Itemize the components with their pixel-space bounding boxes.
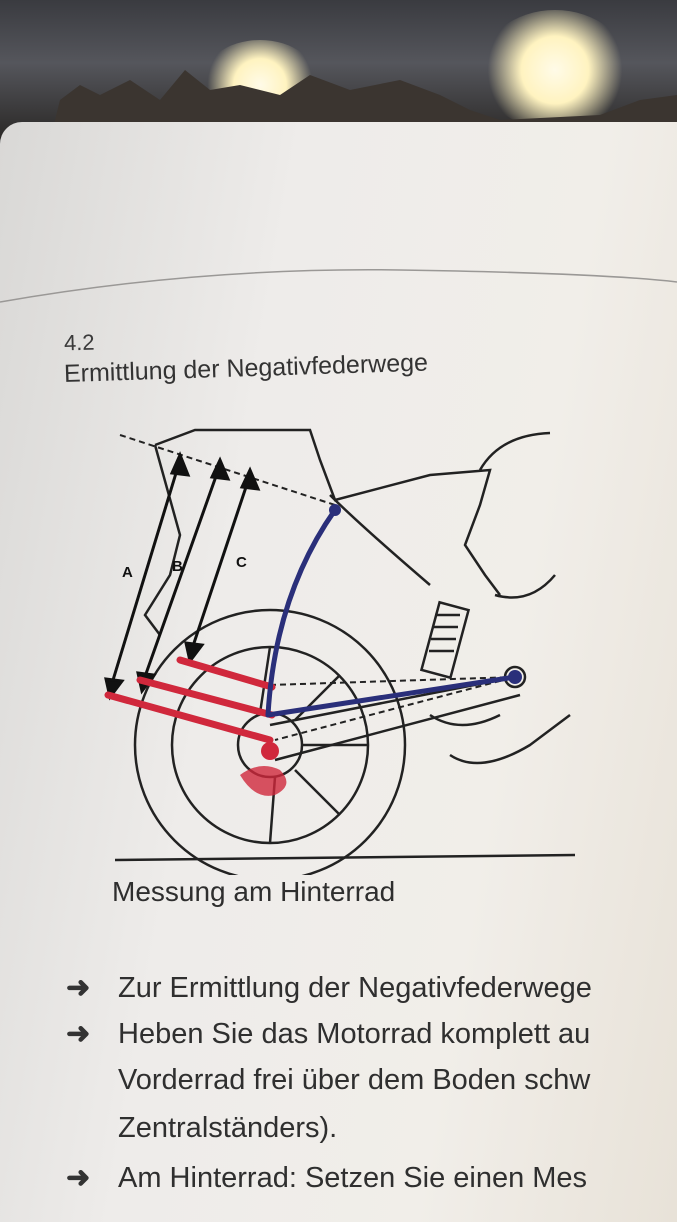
label-b: B <box>172 558 183 575</box>
measure-arrow-a <box>108 459 182 691</box>
rear-wheel-diagram: A B C <box>104 428 576 875</box>
arrow-right-icon: ➜ <box>66 972 91 1004</box>
light-reflection <box>480 10 630 130</box>
arrow-right-icon: ➜ <box>66 1162 91 1194</box>
list-item: ➜ Zur Ermittlung der Negativfederwege <box>66 970 592 1005</box>
list-item: ➜ Am Hinterrad: Setzen Sie einen Mes <box>66 1160 587 1195</box>
background-photo <box>0 0 677 140</box>
list-text-continuation: Vorderrad frei über dem Boden schw <box>118 1064 591 1096</box>
swingarm <box>269 675 521 762</box>
list-text: Heben Sie das Motorrad komplett au <box>118 1018 591 1050</box>
rear-tire <box>133 608 407 875</box>
axle-point <box>261 742 279 760</box>
book-page <box>0 122 677 1222</box>
measure-lines <box>104 656 276 744</box>
shock-absorber <box>419 600 471 680</box>
list-item: ➜ Heben Sie das Motorrad komplett au <box>66 1016 590 1051</box>
label-c: C <box>236 554 247 571</box>
previous-page-edge <box>0 269 677 303</box>
label-a: A <box>122 564 133 581</box>
ground-line <box>114 853 576 862</box>
section-number: 4.2 <box>63 329 95 356</box>
swing-arc <box>265 507 518 718</box>
list-text: Zur Ermittlung der Negativfederwege <box>118 972 592 1004</box>
reference-line <box>119 434 336 506</box>
figure-caption: Messung am Hinterrad <box>112 876 396 907</box>
list-text: Am Hinterrad: Setzen Sie einen Mes <box>118 1162 588 1194</box>
arrow-right-icon: ➜ <box>66 1018 91 1050</box>
list-text-continuation: Zentralständers). <box>118 1112 338 1144</box>
